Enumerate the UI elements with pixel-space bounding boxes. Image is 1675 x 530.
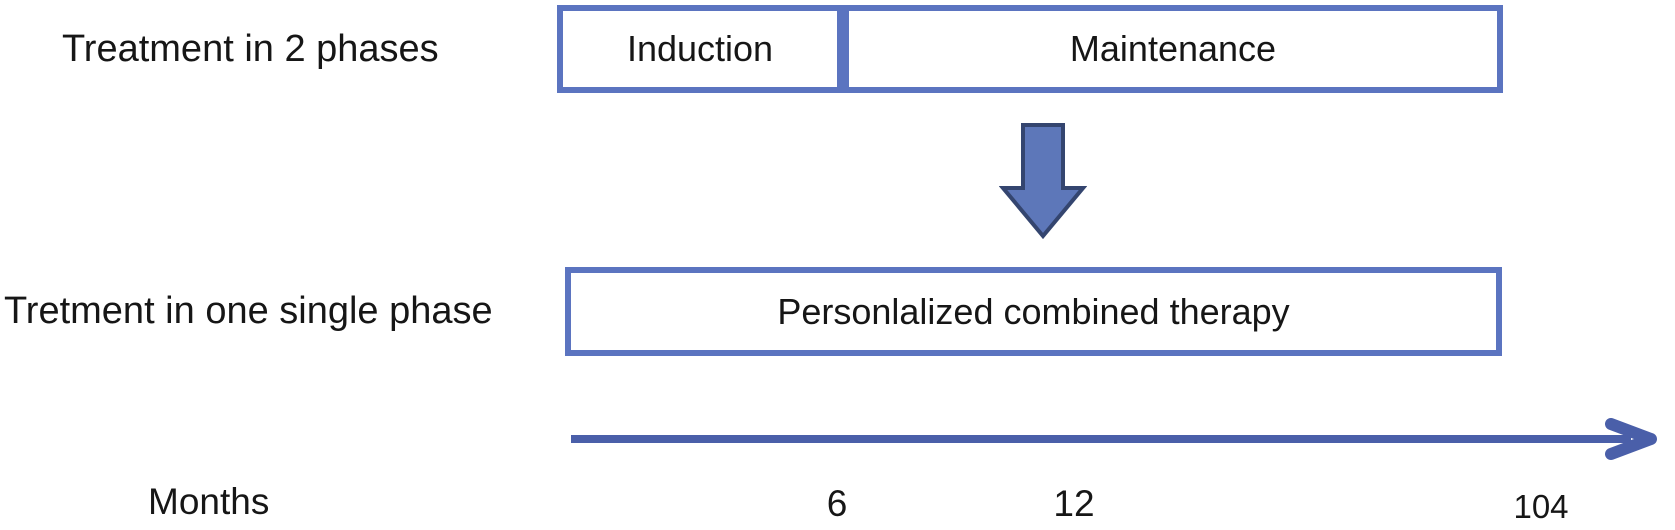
- single-phase-row-label: Tretment in one single phase: [4, 290, 493, 332]
- maintenance-phase-box: Maintenance: [843, 5, 1503, 93]
- timeline-arrow-icon: [571, 418, 1657, 460]
- personalized-therapy-label: Personlalized combined therapy: [777, 290, 1290, 332]
- maintenance-phase-label: Maintenance: [1069, 28, 1277, 69]
- timeline-tick-6: 6: [826, 483, 848, 524]
- induction-phase-box: Induction: [557, 5, 843, 93]
- months-axis-label: Months: [148, 481, 270, 522]
- personalized-therapy-box: Personlalized combined therapy: [565, 267, 1502, 356]
- two-phases-row-label: Treatment in 2 phases: [62, 28, 439, 70]
- induction-phase-label: Induction: [626, 28, 774, 69]
- down-arrow-icon: [999, 123, 1087, 240]
- timeline-tick-12: 12: [1053, 483, 1095, 524]
- timeline-tick-104: 104: [1513, 488, 1569, 525]
